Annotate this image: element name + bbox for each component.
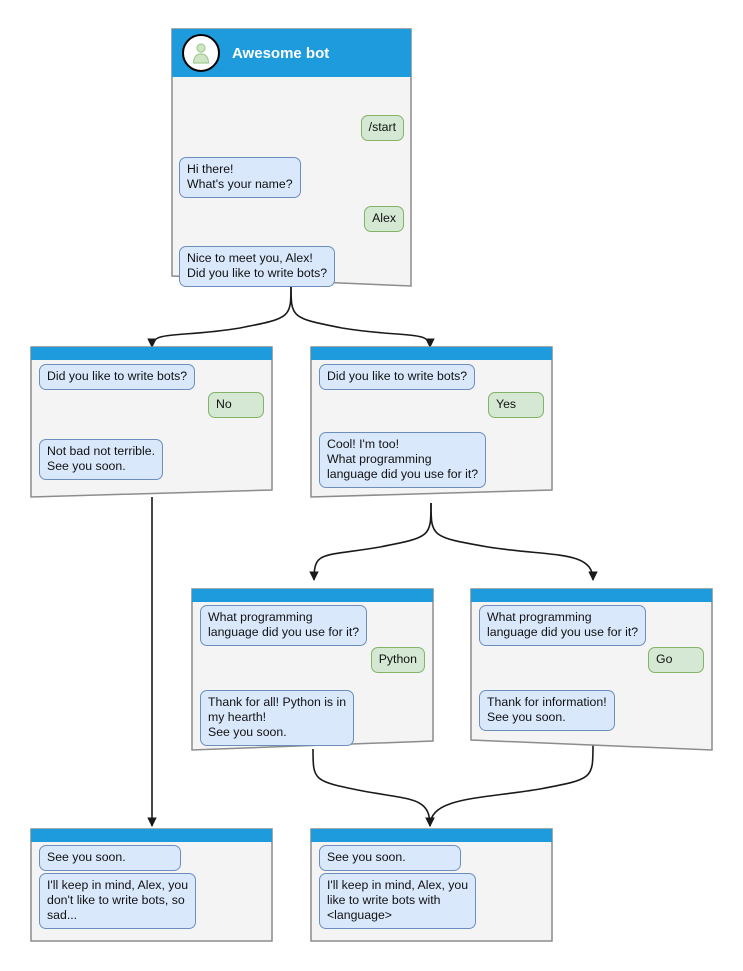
node-titlebar	[311, 829, 552, 842]
message-bot: See you soon.	[39, 845, 181, 871]
message-bot: Cool! I'm too! What programming language…	[319, 432, 487, 488]
message-user: No	[208, 392, 264, 418]
message-bot: I'll keep in mind, Alex, you don't like …	[39, 873, 197, 929]
edge-yes-to-go	[430, 502, 598, 581]
node-titlebar	[311, 347, 552, 360]
node-lang-go[interactable]: What programming language did you use fo…	[470, 588, 713, 751]
message-user: Go	[648, 647, 704, 673]
message-bot: What programming language did you use fo…	[200, 605, 368, 646]
node-titlebar	[31, 829, 272, 842]
node-lang-python[interactable]: What programming language did you use fo…	[191, 588, 434, 751]
node-answer-no[interactable]: Did you like to write bots? No Not bad n…	[30, 346, 273, 498]
node-start[interactable]: Awesome bot /start Hi there! What's your…	[170, 27, 413, 289]
message-bot: Thank for all! Python is in my hearth! S…	[200, 690, 355, 746]
node-end-happy[interactable]: See you soon. I'll keep in mind, Alex, y…	[310, 828, 553, 942]
message-bot: Thank for information! See you soon.	[479, 690, 615, 731]
edge-python-to-end-happy	[312, 748, 435, 827]
node-titlebar	[31, 347, 272, 360]
message-user: Python	[370, 647, 425, 673]
node-answer-yes[interactable]: Did you like to write bots? Yes Cool! I'…	[310, 346, 553, 498]
message-bot: Did you like to write bots?	[319, 364, 476, 390]
node-titlebar: Awesome bot	[172, 29, 411, 77]
message-bot: Did you like to write bots?	[39, 364, 196, 390]
message-bot: I'll keep in mind, Alex, you like to wri…	[319, 873, 477, 929]
message-user: Alex	[364, 206, 404, 232]
message-bot: See you soon.	[319, 845, 461, 871]
edge-go-to-end-happy	[425, 744, 594, 827]
message-bot: Nice to meet you, Alex! Did you like to …	[179, 246, 336, 287]
node-end-sad[interactable]: See you soon. I'll keep in mind, Alex, y…	[30, 828, 273, 942]
node-title: Awesome bot	[232, 44, 330, 62]
edge-yes-to-python	[309, 502, 432, 581]
message-bot: Not bad not terrible. See you soon.	[39, 439, 164, 480]
message-bot: Hi there! What's your name?	[179, 157, 301, 198]
message-bot: What programming language did you use fo…	[479, 605, 647, 646]
edge-start-to-yes	[290, 284, 435, 348]
message-user: Yes	[488, 392, 544, 418]
message-user: /start	[360, 115, 404, 141]
edge-start-to-no	[147, 284, 292, 348]
node-titlebar	[471, 589, 712, 602]
person-avatar-icon	[182, 34, 220, 72]
node-titlebar	[192, 589, 433, 602]
